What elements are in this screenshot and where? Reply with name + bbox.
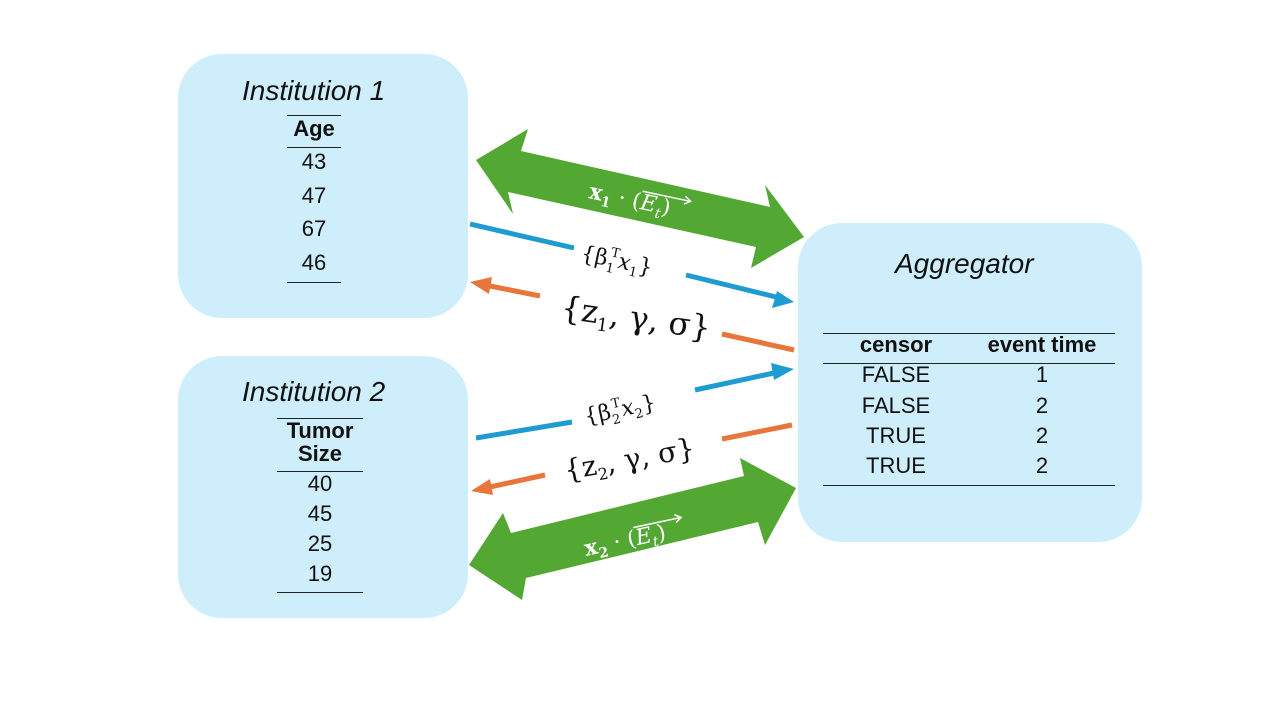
- blue-arrow-1: [469, 221, 777, 300]
- blue-arrowhead-2: [771, 363, 794, 380]
- agg-top-rule: [823, 333, 1115, 334]
- inst1-value: 46: [301, 250, 327, 275]
- agg-header-censor: censor: [859, 332, 933, 357]
- inst2-bottom-rule: [277, 592, 363, 593]
- agg-cell-event-time: 1: [1035, 362, 1049, 387]
- agg-header-rule: [823, 363, 1115, 364]
- institution-2-title: Institution 2: [242, 376, 386, 407]
- orange-arrow-2: [489, 422, 793, 490]
- agg-bottom-rule: [823, 485, 1115, 486]
- orange-label-1: {z1, γ, σ}: [558, 288, 714, 351]
- svg-text:{z2, γ, σ}: {z2, γ, σ}: [561, 431, 697, 489]
- agg-cell-event-time: 2: [1035, 423, 1049, 448]
- orange-arrowhead-1: [470, 277, 492, 294]
- inst2-top-rule: [277, 418, 363, 419]
- orange-arrow-1: [489, 283, 795, 353]
- agg-header-event-time: event time: [987, 332, 1097, 357]
- agg-cell-censor: FALSE: [861, 362, 931, 387]
- inst1-top-rule: [287, 115, 341, 116]
- inst1-value: 43: [301, 149, 327, 174]
- institution-2-box: [178, 356, 468, 618]
- green-double-arrow-2: [469, 458, 796, 600]
- blue-arrow-2: [475, 370, 775, 441]
- inst1-bottom-rule: [287, 282, 341, 283]
- agg-cell-censor: FALSE: [861, 393, 931, 418]
- svg-text:x2 · (Et): x2 · (Et): [582, 519, 669, 565]
- agg-cell-censor: TRUE: [866, 423, 926, 448]
- blue-arrowhead-1: [772, 291, 794, 308]
- inst2-value: 19: [307, 561, 333, 586]
- svg-text:{z1, γ, σ}: {z1, γ, σ}: [558, 288, 713, 351]
- agg-cell-censor: TRUE: [866, 453, 926, 478]
- inst2-value: 45: [307, 501, 333, 526]
- blue-label-2: {β2Tx2}: [582, 388, 659, 433]
- agg-cell-event-time: 2: [1035, 453, 1049, 478]
- inst1-header-rule: [287, 147, 341, 148]
- institution-1-title: Institution 1: [242, 75, 386, 106]
- inst1-column-header: Age: [293, 116, 335, 141]
- inst2-value: 25: [307, 531, 333, 556]
- svg-text:{β1Tx1}: {β1Tx1}: [578, 239, 655, 284]
- institution-1-box: [178, 54, 468, 318]
- inst1-value: 67: [301, 216, 327, 241]
- agg-cell-event-time: 2: [1035, 393, 1049, 418]
- inst2-header-rule: [277, 471, 363, 472]
- orange-label-2: {z2, γ, σ}: [561, 431, 697, 489]
- aggregator-box: [798, 223, 1142, 542]
- green-double-arrow-1: [476, 129, 804, 268]
- blue-label-1: {β1Tx1}: [578, 239, 655, 284]
- orange-arrowhead-2: [471, 479, 493, 495]
- green-label-2: x2 · (Et): [582, 514, 683, 565]
- svg-text:{β2Tx2}: {β2Tx2}: [582, 388, 659, 433]
- green-label-1: x1 · (Et): [586, 178, 692, 224]
- inst2-column-header-line1: Tumor: [286, 418, 354, 443]
- inst2-value: 40: [307, 471, 333, 496]
- aggregator-title: Aggregator: [895, 248, 1034, 279]
- inst1-value: 47: [301, 183, 327, 208]
- svg-text:x1 · (Et): x1 · (Et): [586, 178, 673, 224]
- inst2-column-header-line2: Size: [297, 441, 343, 466]
